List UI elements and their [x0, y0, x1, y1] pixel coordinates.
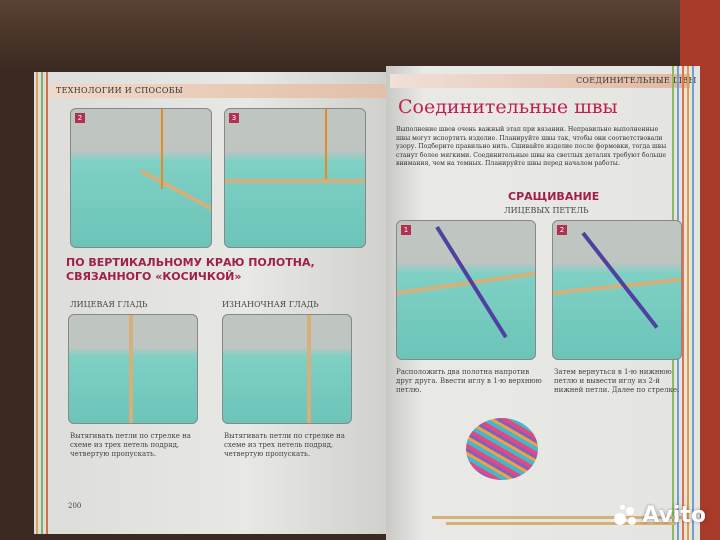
right-page: СОЕДИНИТЕЛЬНЫЕ ШВЫ Соединительные швы Вы…: [386, 66, 700, 540]
photo-step-2: 2: [70, 108, 212, 248]
caption-knit: Вытягивать петли по стрелке на схеме из …: [70, 432, 191, 458]
step-number: 1: [401, 225, 411, 235]
knitting-needles-image: [432, 516, 682, 519]
page-title: Соединительные швы: [398, 96, 618, 118]
avito-watermark: Avito: [614, 503, 706, 528]
caption-purl: Вытягивать петли по стрелке на схеме из …: [224, 432, 345, 458]
subheading-knit: ЛИЦЕВАЯ ГЛАДЬ: [70, 300, 148, 309]
needle: [140, 169, 211, 211]
watermark-text: Avito: [642, 503, 706, 528]
photo-knit-side: [68, 314, 198, 424]
photo-purl-side: [222, 314, 352, 424]
photo-grafting-step-1: 1: [396, 220, 536, 360]
tapestry-needle: [435, 225, 508, 339]
section-heading: СРАЩИВАНИЕ: [508, 190, 600, 203]
yarn: [161, 109, 163, 189]
running-header: СОЕДИНИТЕЛЬНЫЕ ШВЫ: [576, 76, 697, 85]
yarn-ball-image: [466, 418, 538, 480]
caption-step-1: Расположить два полотна напротив друг др…: [396, 368, 542, 394]
background: [0, 0, 720, 70]
photo-grafting-step-2: 2: [552, 220, 682, 360]
decor-stripes: [36, 72, 48, 534]
section-subheading: ЛИЦЕВЫХ ПЕТЕЛЬ: [504, 206, 589, 215]
photo-step-3: 3: [224, 108, 366, 248]
header-band: [390, 74, 690, 88]
yarn: [325, 109, 327, 179]
intro-text: Выполнение швов очень важный этап при вя…: [396, 126, 667, 168]
running-header: ТЕХНОЛОГИИ И СПОСОБЫ: [56, 86, 184, 95]
needle: [129, 315, 133, 423]
left-page: ТЕХНОЛОГИИ И СПОСОБЫ 2 3 ПО ВЕРТИКАЛЬНОМ…: [34, 72, 386, 534]
step-number: 2: [557, 225, 567, 235]
needle: [307, 315, 311, 423]
needle: [225, 179, 365, 183]
caption-step-2: Затем вернуться в 1-ю нижнюю петлю и выв…: [554, 368, 680, 394]
subheading-purl: ИЗНАНОЧНАЯ ГЛАДЬ: [222, 300, 319, 309]
step-number: 3: [229, 113, 239, 123]
section-heading: ПО ВЕРТИКАЛЬНОМУ КРАЮ ПОЛОТНА, СВЯЗАННОГ…: [66, 256, 315, 283]
avito-logo-icon: [614, 504, 638, 527]
step-number: 2: [75, 113, 85, 123]
page-number: 200: [68, 502, 82, 510]
knitting-needles-image: [446, 522, 676, 525]
header-band: [50, 84, 386, 98]
